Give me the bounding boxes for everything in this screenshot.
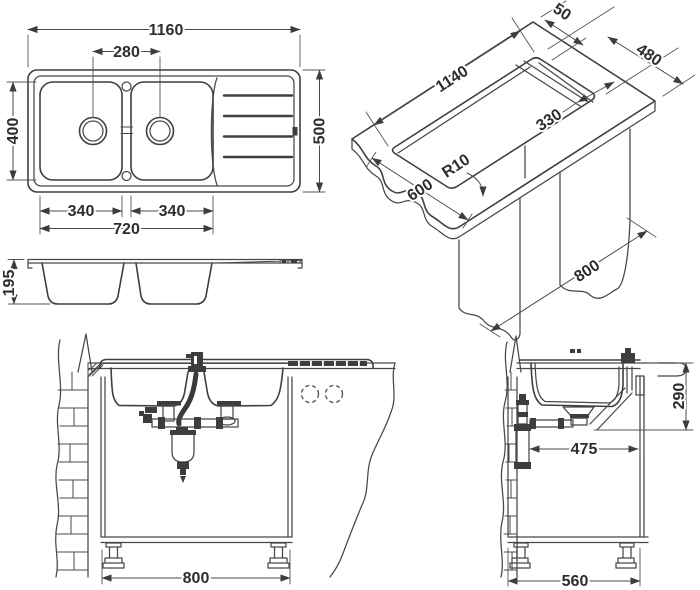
dim-line-480 [607, 36, 684, 85]
front-installation-view: 800 [55, 333, 396, 589]
overflow-channel [626, 366, 633, 394]
drain-right [145, 116, 175, 146]
isometric-view: 1140 50 480 330 R10 600 800 [351, 0, 696, 341]
divider-marks [120, 126, 133, 134]
worktop-side [516, 362, 687, 396]
extension-lines [507, 362, 694, 587]
trap-body [171, 432, 195, 463]
section-profile [27, 258, 303, 305]
dim-overall-length: 1160 [149, 22, 184, 39]
overflow-hole [121, 170, 132, 182]
dim-overall-width: 500 [312, 118, 329, 145]
bowl-outer-wall [530, 362, 624, 408]
worktop-slab [351, 21, 656, 240]
cabinet-side [507, 376, 649, 569]
drainer-notch [292, 127, 298, 136]
dim-cutout-width: 480 [633, 41, 665, 70]
drainer-area [210, 77, 298, 186]
isometric-dimensions: 1140 50 480 330 R10 600 800 [365, 0, 696, 338]
dim-corner-radius: R10 [439, 151, 473, 181]
sink-outline [27, 69, 301, 193]
dim-edge-offset: 50 [550, 0, 574, 24]
bowl-left-front [110, 367, 189, 407]
drainer-strip [288, 361, 367, 366]
dim-drainer-cutout: 330 [533, 106, 565, 135]
tap-hole-marker-2 [324, 384, 344, 404]
dim-cabinet-depth: 560 [562, 573, 589, 590]
foot-right [267, 542, 290, 569]
front-dimensions: 800 [101, 549, 291, 589]
foot-front [615, 542, 637, 569]
dim-line-800-iso [490, 230, 648, 332]
section-view: 195 [0, 258, 303, 305]
side-dimensions: 290 475 560 [507, 362, 694, 590]
bowl-left-profile [41, 262, 125, 305]
waste-pipe-side [529, 419, 574, 428]
dim-bowl2-width: 340 [159, 203, 186, 220]
wall-left [55, 333, 93, 578]
dim-drain-spacing: 280 [113, 44, 140, 61]
plumbing-side [514, 394, 595, 469]
side-installation-view: 290 475 560 [500, 335, 694, 590]
dim-trap-clearance: 475 [571, 441, 598, 458]
overflow-pipe-side [589, 387, 633, 431]
bowl-right [130, 81, 214, 181]
brick-joints [508, 371, 513, 571]
cutout-divider-lines [515, 60, 589, 179]
section-dimensions: 195 [0, 259, 51, 305]
dim-line-330 [577, 81, 615, 103]
dim-bowl-depth: 195 [1, 270, 18, 297]
dim-line-1140 [373, 30, 521, 126]
drain-flange-right [217, 401, 241, 406]
sink-front-elevation [99, 358, 374, 407]
dim-line-600 [371, 157, 469, 221]
drain-left [78, 116, 108, 146]
leader-r10 [466, 172, 487, 197]
dim-cutout-length: 1140 [433, 63, 471, 96]
bowl-inner-wall [534, 362, 620, 404]
worktop-end-cap [657, 362, 687, 377]
worktop-front [87, 362, 396, 578]
dim-cabinet-width-front: 800 [183, 570, 210, 587]
foot-left [102, 542, 125, 569]
dim-bowl1-width: 340 [68, 203, 95, 220]
tap-hole-marker-1 [300, 384, 320, 404]
bowl-left [39, 81, 123, 181]
cutout-opening [391, 56, 596, 189]
dim-bowls-overall: 720 [113, 221, 140, 238]
overflow-pipe [176, 371, 199, 427]
logo-mark [570, 349, 575, 353]
drain-flange-left [157, 401, 181, 406]
foot-back [509, 542, 531, 569]
cabinet-front [100, 376, 344, 569]
sink-side-section [519, 348, 641, 431]
top-view: 1160 280 400 500 340 340 720 [3, 20, 331, 240]
worktop-thickness [351, 100, 656, 240]
bowl-right-profile [135, 262, 213, 305]
tap-side [621, 353, 635, 363]
tap-and-plumbing [139, 352, 241, 483]
tap-hole [121, 81, 132, 92]
cabinet-panels [458, 128, 631, 341]
sealing-wedge [87, 362, 105, 379]
wall-side [500, 335, 522, 578]
brick-joints [69, 371, 75, 571]
dim-cabinet-width-iso: 800 [571, 257, 603, 286]
bowl-right-front [203, 367, 284, 407]
top-view-dimensions: 1160 280 400 500 340 340 720 [3, 20, 331, 240]
dim-line-50 [544, 19, 584, 46]
dim-bowl-front-to-back: 400 [5, 118, 22, 145]
dim-outlet-height: 290 [671, 383, 688, 410]
cutout-inner-walls [397, 62, 594, 154]
torn-edge-right [329, 362, 396, 578]
